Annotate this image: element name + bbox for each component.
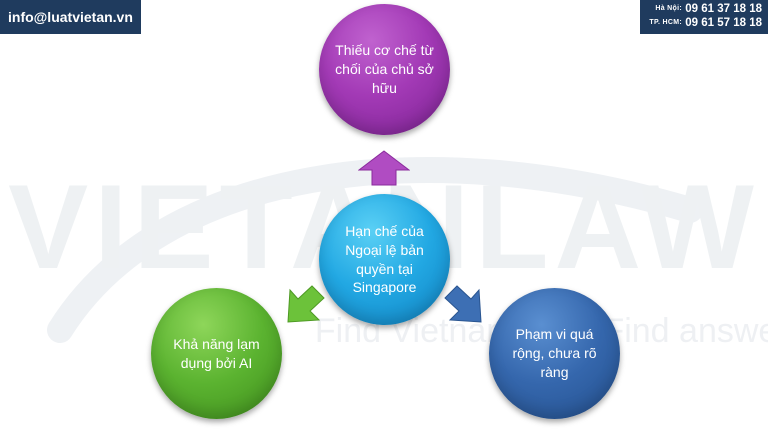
node-right-broad-scope: Phạm vi quá rộng, chưa rõ ràng xyxy=(489,288,620,419)
hotline-hcm-label: TP. HCM: xyxy=(649,19,682,26)
node-left-ai-abuse: Khả năng lạm dụng bởi AI xyxy=(151,288,282,419)
node-top-label: Thiếu cơ chế từ chối của chủ sở hữu xyxy=(335,42,434,96)
hotline-hanoi-number[interactable]: 09 61 37 18 18 xyxy=(685,3,762,15)
node-top-lack-of-opt-out: Thiếu cơ chế từ chối của chủ sở hữu xyxy=(319,4,450,135)
email-text[interactable]: info@luatvietan.vn xyxy=(8,9,133,25)
hotline-hcm: TP. HCM: 09 61 57 18 18 xyxy=(646,17,762,32)
node-center-label: Hạn chế của Ngoại lệ bản quyền tại Singa… xyxy=(345,222,424,296)
arrow-up-icon xyxy=(358,150,410,186)
email-badge[interactable]: info@luatvietan.vn xyxy=(0,0,141,34)
hotline-hanoi: Hà Nội: 09 61 37 18 18 xyxy=(646,3,762,18)
arrow-down-left-icon xyxy=(287,285,325,323)
node-center-limitations: Hạn chế của Ngoại lệ bản quyền tại Singa… xyxy=(319,194,450,325)
hotline-box: Hà Nội: 09 61 37 18 18 TP. HCM: 09 61 57… xyxy=(640,0,768,34)
arrow-down-right-icon xyxy=(444,285,482,323)
hotline-hcm-number[interactable]: 09 61 57 18 18 xyxy=(685,17,762,29)
node-left-label: Khả năng lạm dụng bởi AI xyxy=(173,335,260,371)
hotline-hanoi-label: Hà Nội: xyxy=(655,5,682,12)
node-right-label: Phạm vi quá rộng, chưa rõ ràng xyxy=(512,326,597,380)
